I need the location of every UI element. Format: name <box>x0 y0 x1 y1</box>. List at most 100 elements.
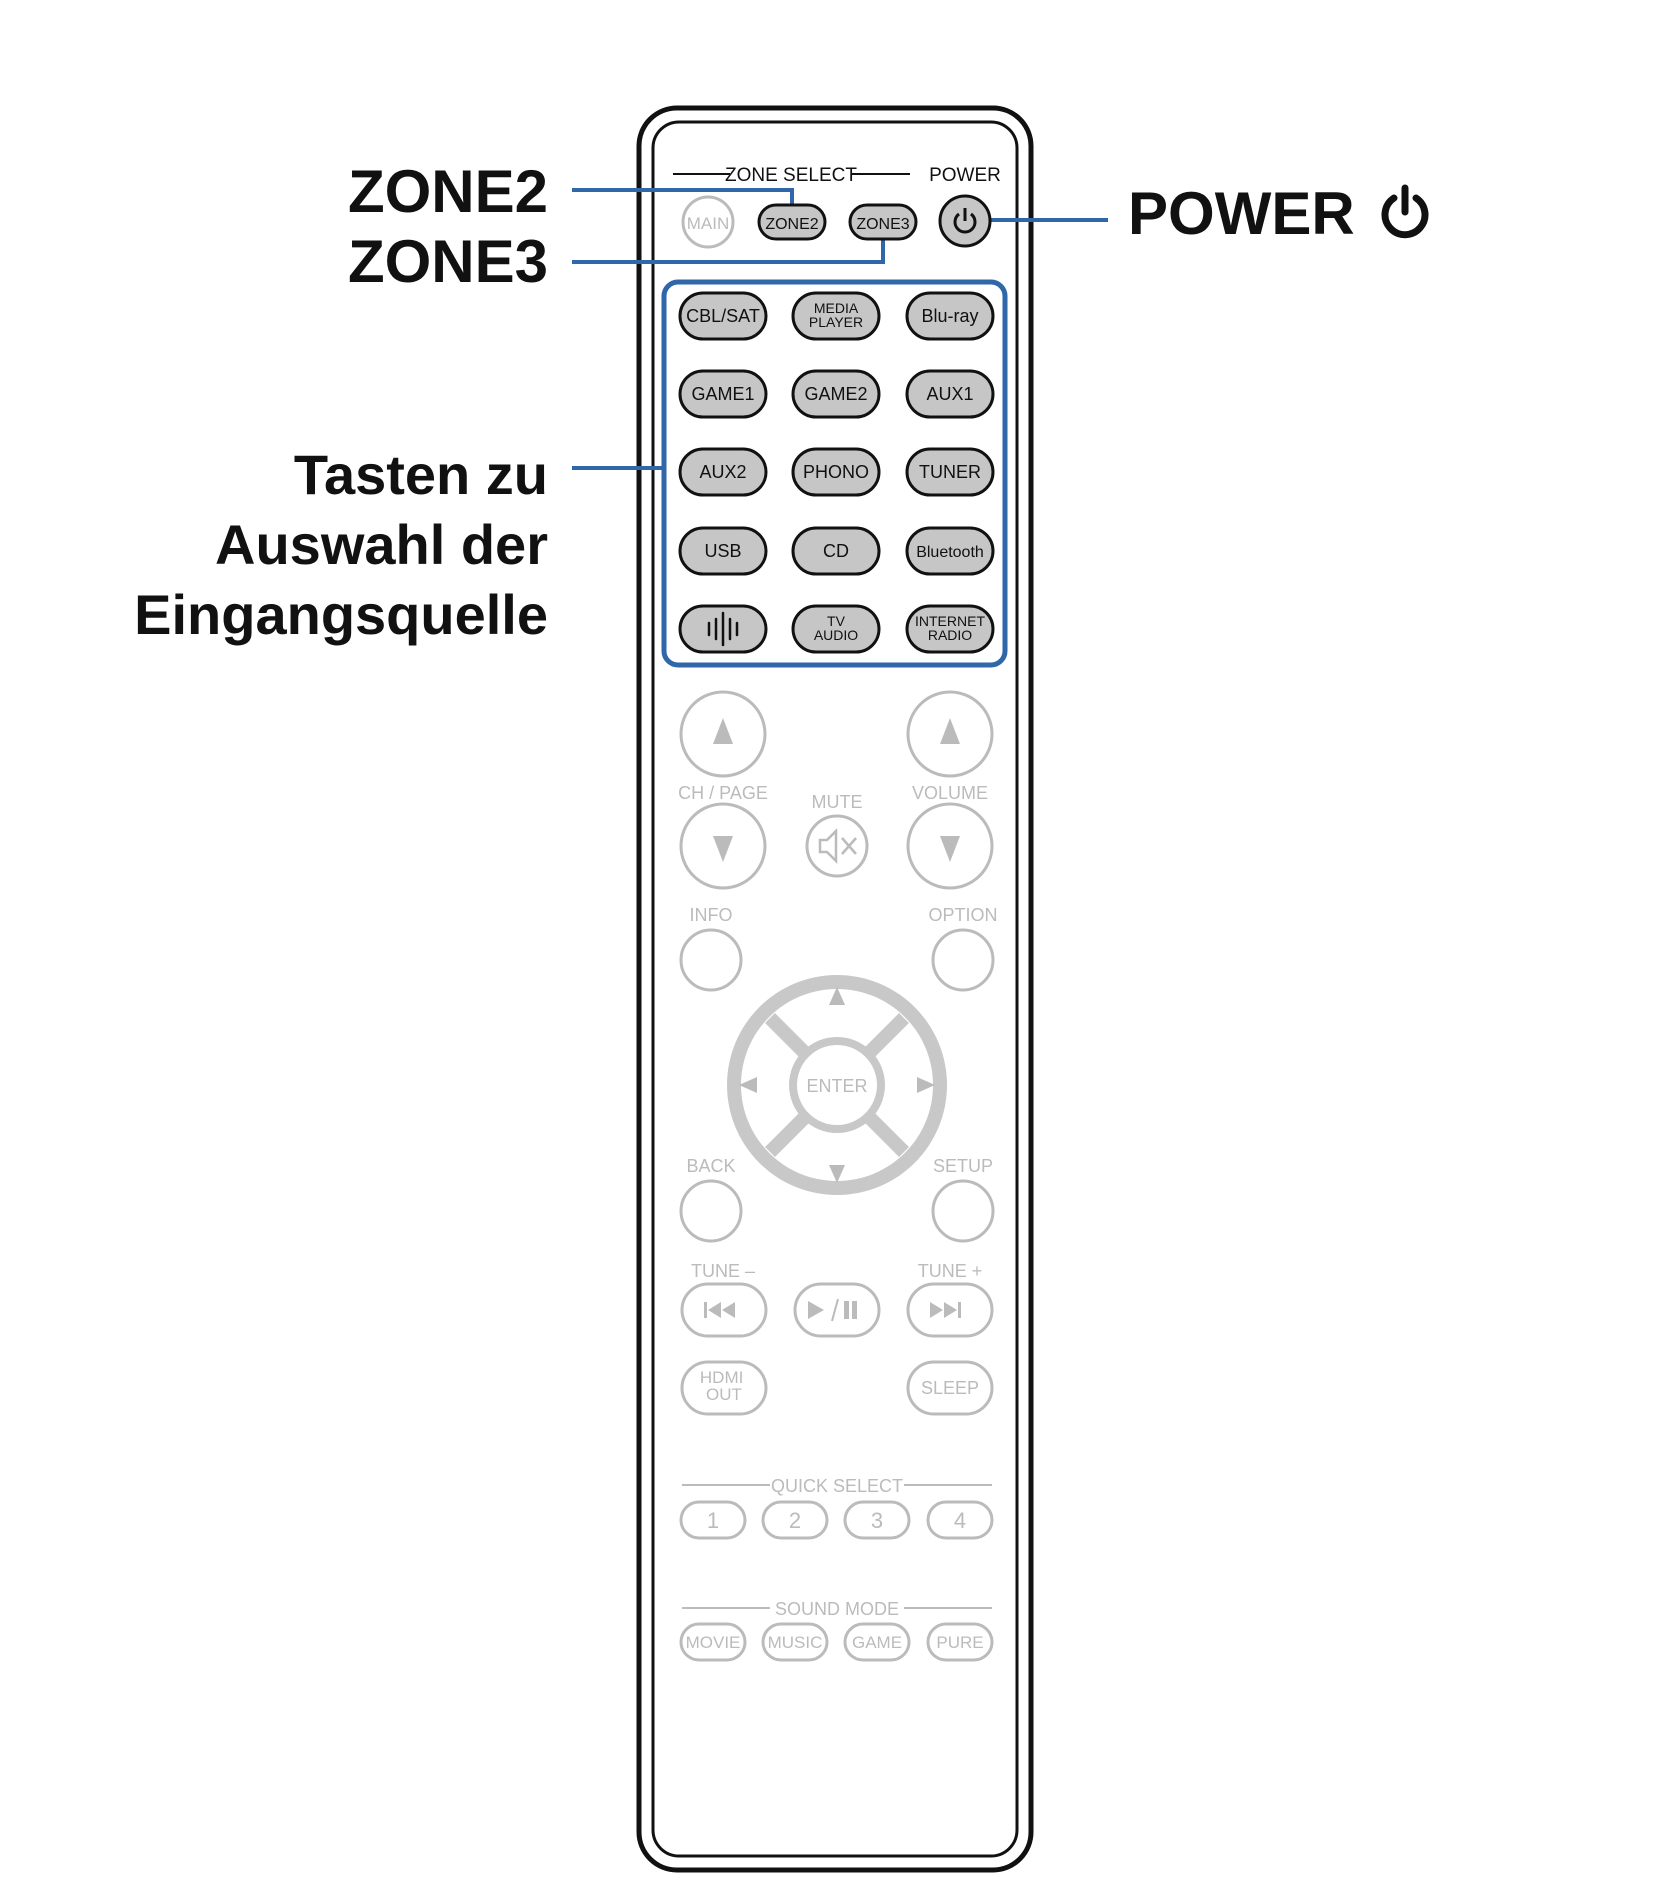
input-button-tuner[interactable]: TUNER <box>905 447 995 497</box>
quick-select-button-4[interactable]: 4 <box>926 1500 994 1540</box>
info-button[interactable] <box>679 928 743 992</box>
tune-minus-label: TUNE – <box>691 1261 755 1281</box>
input-button-bluetooth[interactable]: Bluetooth <box>905 526 995 576</box>
sleep-button[interactable] <box>906 1360 994 1416</box>
input-button-label: CBL/SAT <box>686 306 760 326</box>
zone2-button[interactable]: ZONE2 <box>757 203 827 241</box>
ch-down-arrow-icon <box>713 836 733 862</box>
sound-mode-buttons: MOVIE MUSIC GAME PURE <box>679 1622 994 1662</box>
zone-select-label: ZONE SELECT <box>725 165 857 186</box>
input-button-game2[interactable]: GAME2 <box>791 369 881 419</box>
input-button-label: CD <box>823 541 849 561</box>
ch-page-down-button[interactable] <box>679 802 767 890</box>
input-button-usb[interactable]: USB <box>678 526 768 576</box>
sound-mode-button-pure[interactable]: PURE <box>926 1622 994 1662</box>
input-button-aux2[interactable]: AUX2 <box>678 447 768 497</box>
quick-select-label: 4 <box>954 1508 966 1533</box>
input-button-label: Bluetooth <box>916 544 984 561</box>
input-button-label: Blu-ray <box>921 306 978 326</box>
option-label: OPTION <box>928 905 997 925</box>
cursor-left-arrow-icon <box>739 1077 757 1093</box>
tune-minus-button[interactable] <box>680 1282 768 1338</box>
callout-power-label: POWER <box>1128 180 1355 247</box>
quick-select-button-3[interactable]: 3 <box>843 1500 911 1540</box>
input-button-phono[interactable]: PHONO <box>791 447 881 497</box>
input-buttons-highlight-frame <box>661 279 1008 668</box>
callout-input-buttons: Tasten zu Auswahl der Eingangsquelle <box>100 440 548 650</box>
vol-up-arrow-icon <box>940 718 960 744</box>
setup-label: SETUP <box>933 1156 993 1176</box>
sound-mode-button-game[interactable]: GAME <box>843 1622 911 1662</box>
tune-plus-label: TUNE + <box>918 1261 983 1281</box>
input-button-game1[interactable]: GAME1 <box>678 369 768 419</box>
remote-inner-outline <box>651 120 1019 1858</box>
back-button[interactable] <box>679 1179 743 1243</box>
power-symbol-icon <box>1379 184 1431 250</box>
back-label: BACK <box>686 1156 735 1176</box>
ch-page-up-button[interactable] <box>679 690 767 778</box>
play-pause-icon <box>808 1298 857 1322</box>
cursor-up-arrow-icon <box>829 987 845 1005</box>
vol-down-arrow-icon <box>940 836 960 862</box>
power-button[interactable] <box>938 194 992 248</box>
hdmi-out-label: HDMI OUT <box>700 1368 748 1404</box>
hdmi-out-button[interactable] <box>680 1360 768 1416</box>
sound-mode-label: SOUND MODE <box>775 1599 899 1619</box>
volume-down-button[interactable] <box>906 802 994 890</box>
inactive-controls <box>679 690 995 1243</box>
enter-label: ENTER <box>806 1076 867 1096</box>
cursor-pad[interactable]: ENTER <box>727 975 947 1195</box>
tune-plus-button[interactable] <box>906 1282 994 1338</box>
sound-mode-button-movie[interactable]: MOVIE <box>679 1622 747 1662</box>
info-label: INFO <box>690 905 733 925</box>
option-button[interactable] <box>931 928 995 992</box>
input-button-label: AUX1 <box>926 384 973 404</box>
sound-mode-label: PURE <box>936 1633 983 1652</box>
main-button-label: MAIN <box>687 214 730 233</box>
input-button-cd[interactable]: CD <box>791 526 881 576</box>
cursor-down-arrow-icon <box>829 1165 845 1183</box>
input-button-blu-ray[interactable]: Blu-ray <box>905 291 995 341</box>
callout-input-line3: Eingangsquelle <box>134 583 548 646</box>
input-button-label: GAME2 <box>804 384 867 404</box>
mute-button[interactable] <box>805 814 869 878</box>
callout-input-line1: Tasten zu <box>293 443 548 506</box>
quick-select-label: QUICK SELECT <box>771 1476 903 1496</box>
quick-select-label: 3 <box>871 1508 883 1533</box>
quick-select-label: 2 <box>789 1508 801 1533</box>
volume-up-button[interactable] <box>906 690 994 778</box>
setup-button[interactable] <box>931 1179 995 1243</box>
input-button-cbl-sat[interactable]: CBL/SAT <box>678 291 768 341</box>
sound-mode-button-music[interactable]: MUSIC <box>761 1622 829 1662</box>
heos-waveform-icon <box>707 611 739 647</box>
mute-icon <box>818 827 857 865</box>
ch-up-arrow-icon <box>713 718 733 744</box>
cursor-right-arrow-icon <box>917 1077 935 1093</box>
zone3-button[interactable]: ZONE3 <box>848 203 918 241</box>
input-button-aux1[interactable]: AUX1 <box>905 369 995 419</box>
play-pause-button[interactable] <box>793 1282 881 1338</box>
input-button-label: PHONO <box>803 462 869 482</box>
power-label: POWER <box>929 165 1001 186</box>
quick-select-button-2[interactable]: 2 <box>761 1500 829 1540</box>
quick-select-label: 1 <box>707 1508 719 1533</box>
volume-label: VOLUME <box>912 783 988 803</box>
main-button[interactable]: MAIN <box>681 195 735 249</box>
input-button-heos[interactable] <box>678 604 768 654</box>
input-button-label: AUX2 <box>699 462 746 482</box>
quick-select-buttons: 1 2 3 4 <box>679 1500 994 1540</box>
input-button-label: TUNER <box>919 462 981 482</box>
callout-zone2: ZONE2 <box>347 158 548 225</box>
input-button-label: GAME1 <box>691 384 754 404</box>
callout-input-line2: Auswahl der <box>215 513 548 576</box>
sound-mode-label: GAME <box>852 1633 902 1652</box>
sound-mode-label: MUSIC <box>768 1633 823 1652</box>
mute-label: MUTE <box>812 792 863 812</box>
quick-select-button-1[interactable]: 1 <box>679 1500 747 1540</box>
